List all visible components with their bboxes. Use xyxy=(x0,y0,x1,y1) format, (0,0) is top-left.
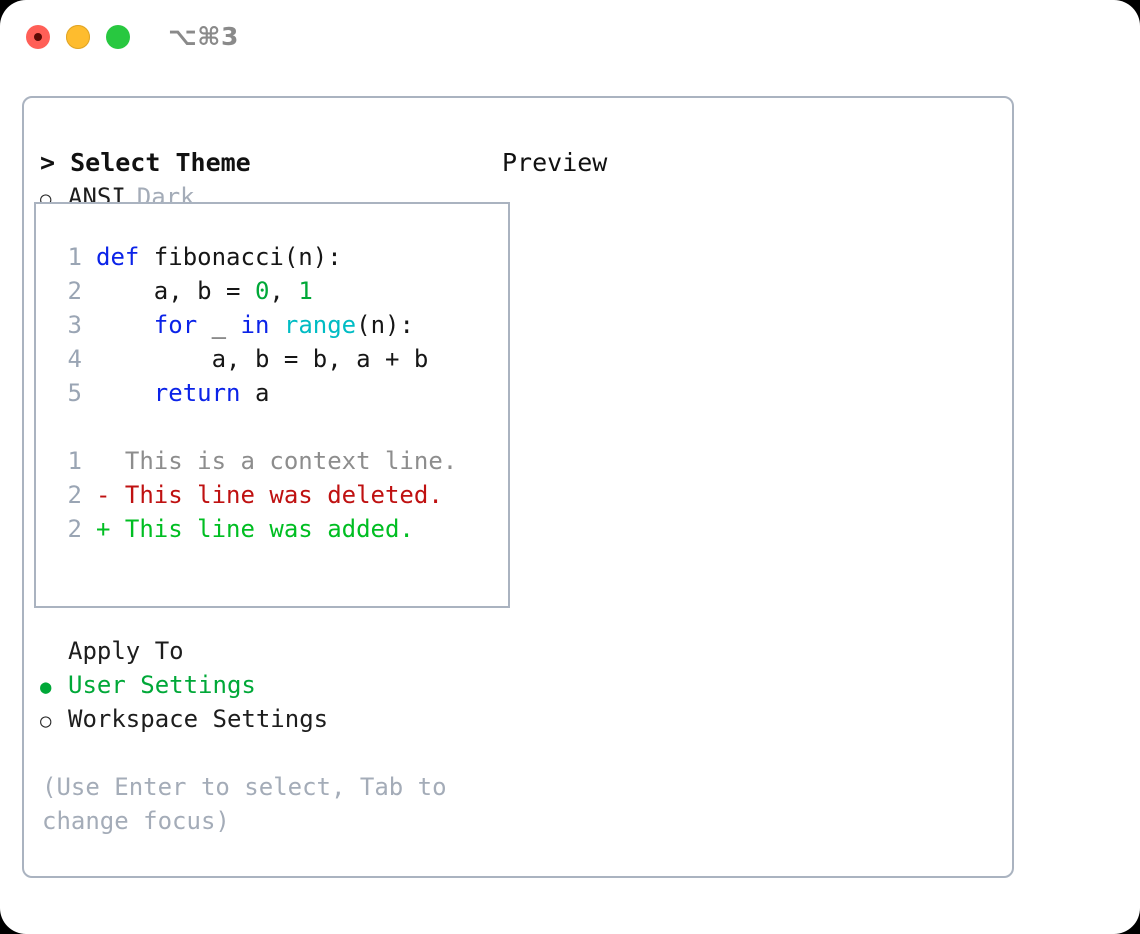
line-number: 3 xyxy=(67,311,82,339)
code-line-content: for _ in range(n): xyxy=(96,308,414,342)
window-controls xyxy=(26,25,130,49)
code-token: return xyxy=(153,379,241,407)
option-label: Workspace Settings xyxy=(68,705,329,733)
code-line: 1 def fibonacci(n): xyxy=(48,240,508,274)
code-token: for xyxy=(153,311,198,339)
line-number: 2 xyxy=(67,515,82,543)
diff-line-del: 2 - This line was deleted. xyxy=(48,478,508,512)
code-line: 3 for _ in range(n): xyxy=(48,308,508,342)
preview-pane: Preview xyxy=(502,146,1002,180)
title-bar: ⌥⌘3 xyxy=(0,0,1140,78)
diff-line-add: 2 + This line was added. xyxy=(48,512,508,546)
preview-heading: Preview xyxy=(502,148,608,177)
radio-selected-icon: ● xyxy=(40,676,52,698)
radio-unselected-icon: ○ xyxy=(40,188,52,210)
code-token xyxy=(96,311,154,339)
diff-line-content: This is a context line. xyxy=(96,447,458,475)
diff-line-content: - This line was deleted. xyxy=(96,481,443,509)
line-number: 1 xyxy=(67,243,82,271)
code-line: 5 return a xyxy=(48,376,508,410)
line-number: 4 xyxy=(67,345,82,373)
code-token xyxy=(96,379,154,407)
code-token: def xyxy=(96,243,154,271)
code-line-content: def fibonacci(n): xyxy=(96,240,342,274)
line-number: 2 xyxy=(67,481,82,509)
apply-option-workspace-settings[interactable]: ○ Workspace Settings xyxy=(40,702,480,736)
diff-line-ctx: 1 This is a context line. xyxy=(48,444,508,478)
apply-to-heading: Apply To xyxy=(68,637,184,665)
radio-unselected-icon: ○ xyxy=(40,710,52,732)
code-line-content: a, b = b, a + b xyxy=(96,342,429,376)
maximize-button[interactable] xyxy=(106,25,130,49)
select-theme-heading: > Select Theme xyxy=(40,148,251,177)
code-token: a, b = xyxy=(96,277,255,305)
code-line: 2 a, b = 0, 1 xyxy=(48,274,508,308)
code-token: fibonacci(n): xyxy=(153,243,342,271)
code-token: a xyxy=(240,379,270,407)
apply-option-user-settings[interactable]: ● User Settings xyxy=(40,668,480,702)
code-diff-separator xyxy=(48,410,508,444)
apply-to-option-list[interactable]: ● User Settings ○ Workspace Settings xyxy=(40,668,480,736)
keyboard-shortcut-label: ⌥⌘3 xyxy=(168,22,239,51)
code-token: 1 xyxy=(298,277,313,305)
minimize-button[interactable] xyxy=(66,25,90,49)
line-number: 5 xyxy=(67,379,82,407)
close-button[interactable] xyxy=(26,25,50,49)
diff-line-content: + This line was added. xyxy=(96,515,414,543)
code-token: range xyxy=(283,311,357,339)
code-line: 4 a, b = b, a + b xyxy=(48,342,508,376)
line-number: 2 xyxy=(67,277,82,305)
code-line-content: a, b = 0, 1 xyxy=(96,274,313,308)
code-token: in xyxy=(240,311,270,339)
code-token xyxy=(269,311,283,339)
code-line-content: return a xyxy=(96,376,270,410)
line-number: 1 xyxy=(67,447,82,475)
code-token: _ xyxy=(197,311,241,339)
code-token: a, b = b, a + b xyxy=(96,345,429,373)
code-token: , xyxy=(269,277,299,305)
code-token: 0 xyxy=(254,277,270,305)
keyboard-hint-text: (Use Enter to select, Tab to change focu… xyxy=(42,773,462,835)
code-token: (n): xyxy=(356,311,414,339)
hint-spacer xyxy=(40,736,480,770)
option-label: User Settings xyxy=(68,671,256,699)
